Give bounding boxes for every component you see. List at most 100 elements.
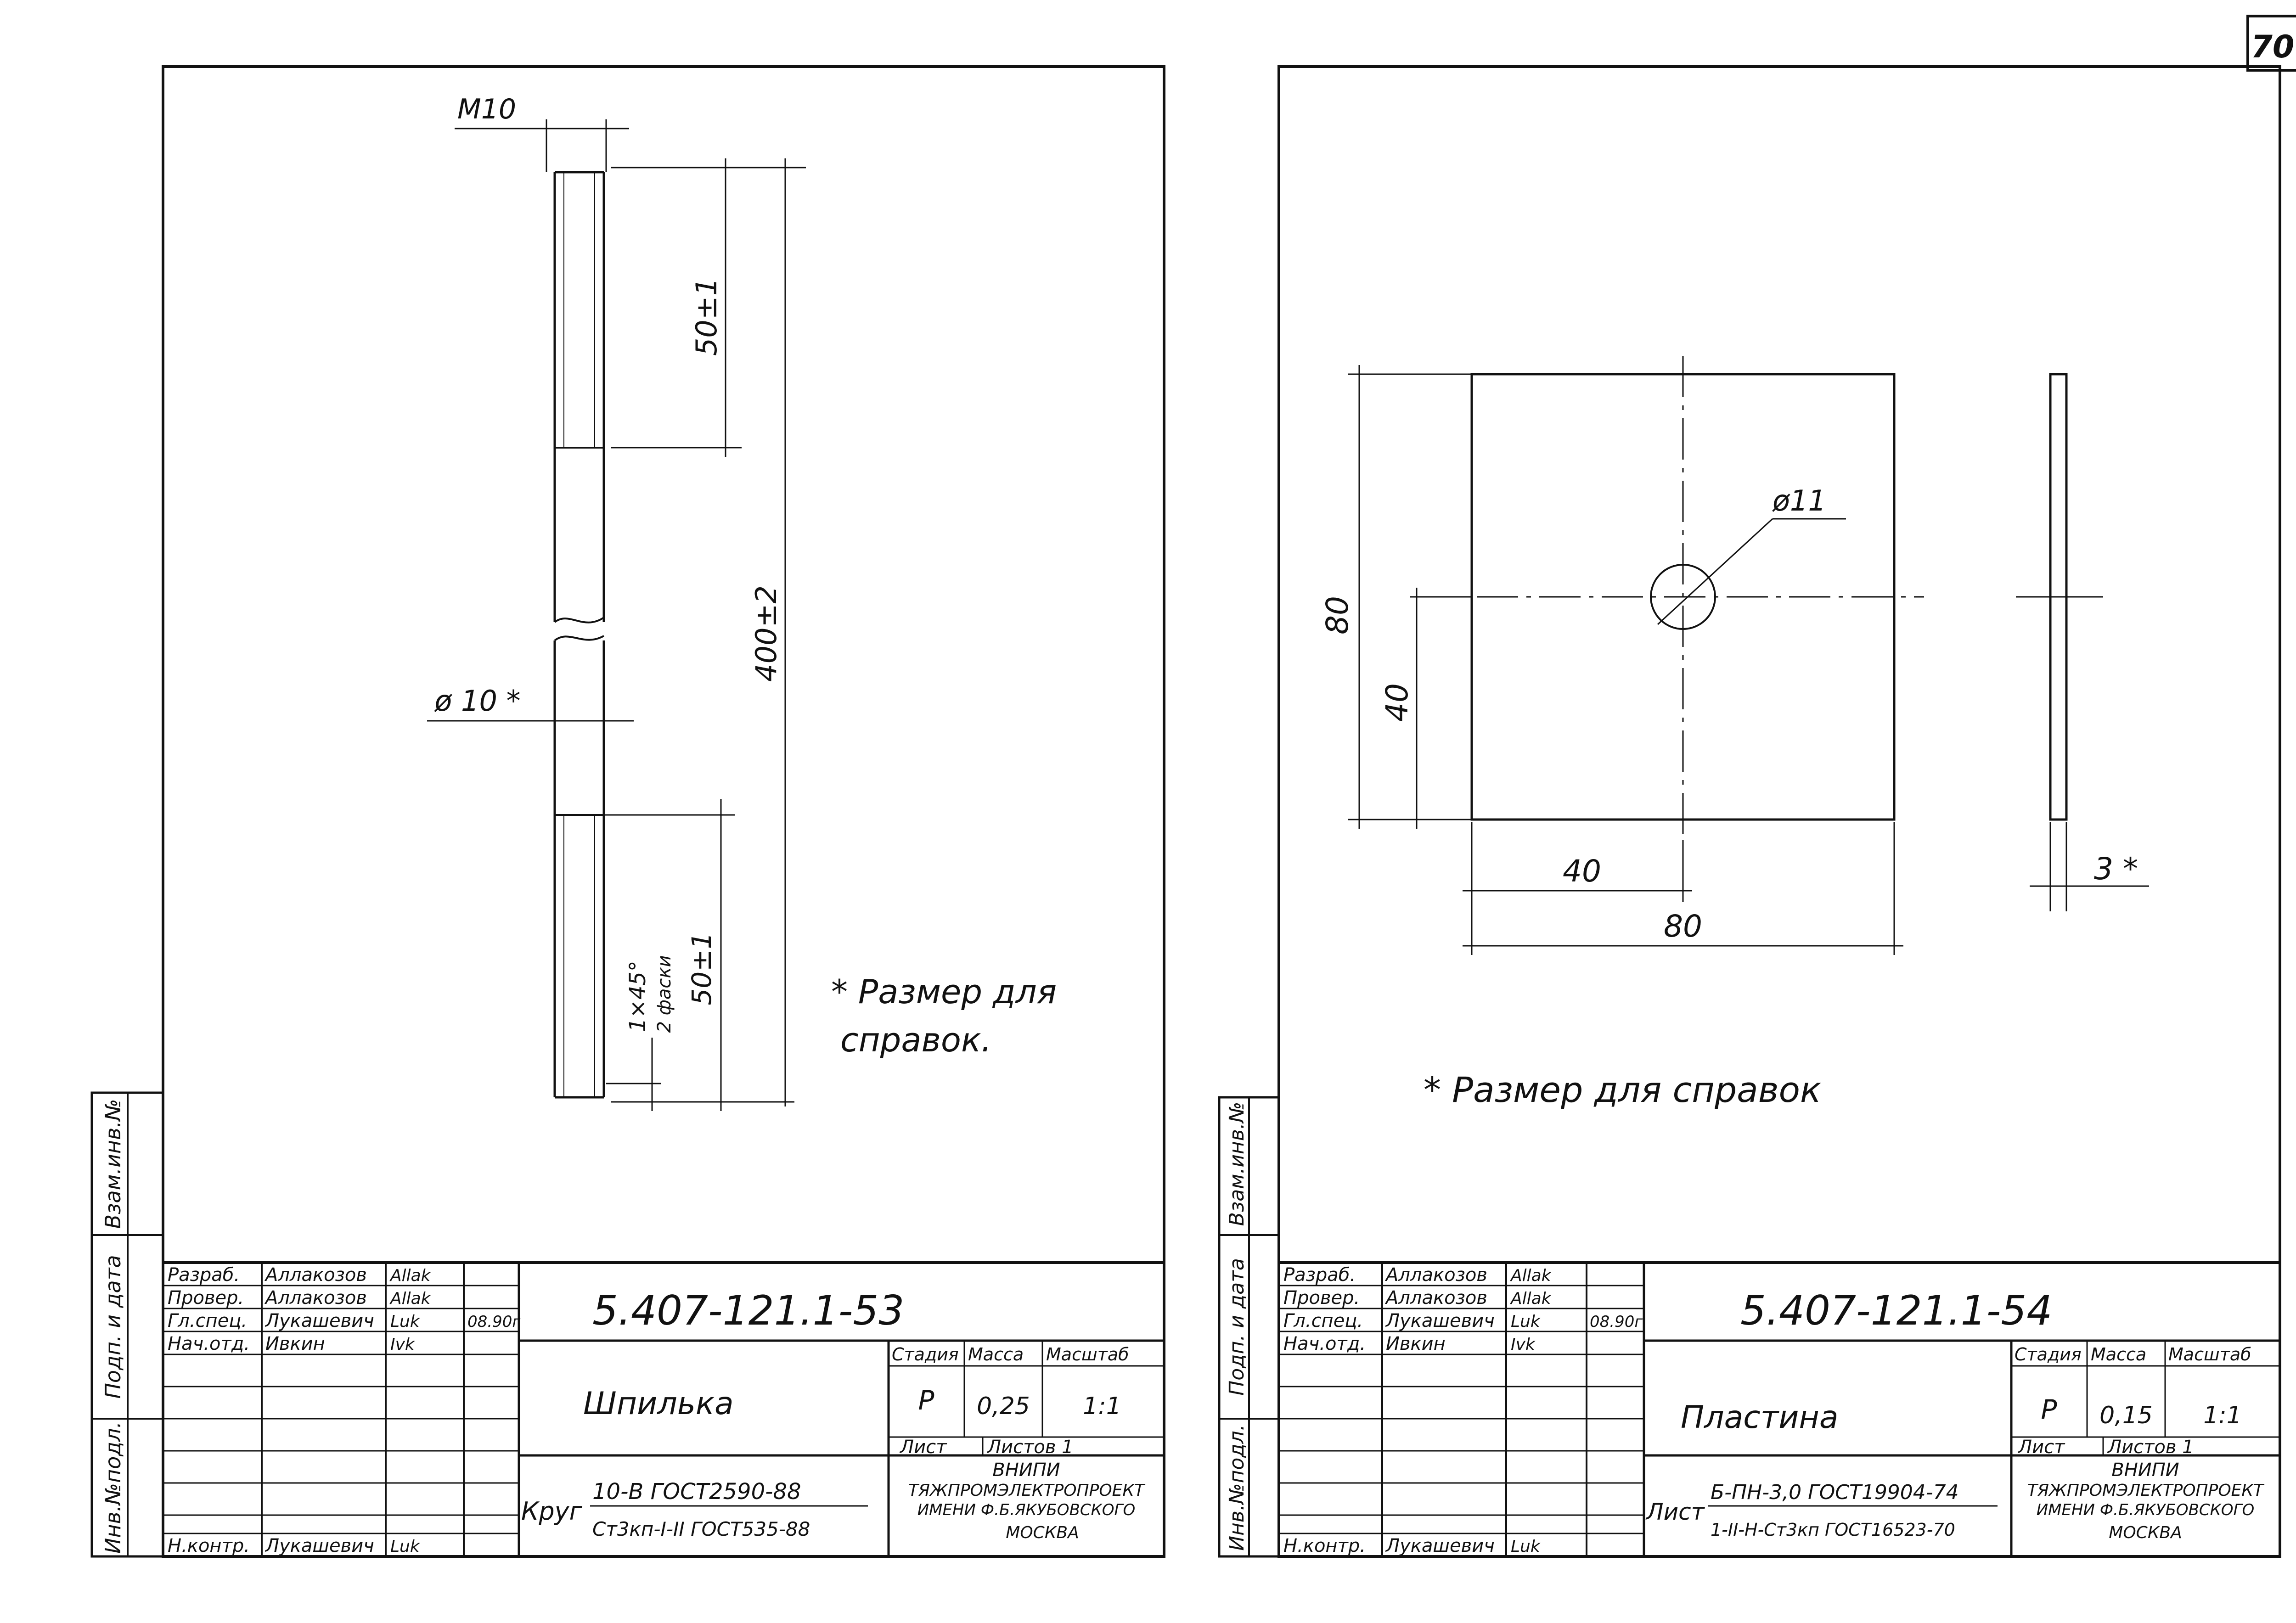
dim-plate-width: 40 80 <box>1463 822 1903 955</box>
signer-name: Аллакозов <box>1384 1264 1487 1286</box>
hole-circle <box>1650 564 1716 630</box>
signer-signature: Ivk <box>390 1335 416 1354</box>
left-note-line-2: справок. <box>840 1021 991 1059</box>
right-side-label-3: Инв.№подл. <box>1225 1424 1249 1551</box>
left-side-label-1: Взам.инв.№ <box>101 1099 125 1229</box>
left-sheet: Взам.инв.№ Подп. и дата Инв.№подл. M10 <box>90 65 1165 1558</box>
dim-plate-height: 80 40 <box>1320 365 1472 829</box>
height-total-label: 80 <box>1320 596 1355 635</box>
top-thread-label: 50±1 <box>690 278 723 356</box>
right-side-label-2: Подп. и дата <box>1225 1258 1249 1396</box>
total-length-label: 400±2 <box>749 585 783 682</box>
stud-drawing <box>553 171 605 1099</box>
page-number: 70 <box>2251 29 2295 65</box>
right-side-label-1: Взам.инв.№ <box>1225 1102 1249 1226</box>
right-title: Пластина <box>1681 1399 1839 1436</box>
scale-value: 1:1 <box>1083 1393 1121 1420</box>
dim-bottom-thread: 1×45° 2 фаски 50±1 <box>604 799 735 1111</box>
diameter-label: ø 10 * <box>434 684 520 718</box>
col-scale-label: Масштаб <box>2168 1344 2251 1365</box>
plate-front-view: ø11 <box>1414 356 1924 840</box>
signer-signature: Luk <box>1511 1537 1541 1556</box>
col-stage-label: Стадия <box>892 1344 959 1365</box>
dim-total-length: 400±2 <box>611 158 794 1106</box>
bottom-thread-label: 50±1 <box>686 932 717 1005</box>
right-note: * Размер для справок <box>1424 1069 1821 1110</box>
hole-label: ø11 <box>1772 484 1826 517</box>
material-bottom: 1-II-Н-Ст3кп ГОСТ16523-70 <box>1711 1520 1955 1540</box>
signer-role: Разраб. <box>168 1264 240 1286</box>
signer-name: Ивкин <box>265 1333 325 1354</box>
signer-signature: Luk <box>390 1312 421 1331</box>
material-prefix: Круг <box>521 1497 583 1526</box>
signer-signature: Allak <box>1510 1266 1552 1285</box>
chamfer-note: 2 фаски <box>654 955 675 1033</box>
sheet-label: Лист <box>2017 1437 2065 1458</box>
thickness-label: 3 * <box>2094 851 2138 887</box>
height-half-label: 40 <box>1379 683 1415 722</box>
material-top: Б-ПН-3,0 ГОСТ19904-74 <box>1711 1481 1959 1504</box>
signer-name: Лукашевич <box>264 1535 374 1556</box>
org-line-2: ТЯЖПРОМЭЛЕКТРОПРОЕКТ <box>2027 1481 2265 1500</box>
dim-diameter: ø 10 * <box>427 684 634 722</box>
signer-signature: Allak <box>389 1289 432 1308</box>
signer-role: Нач.отд. <box>168 1333 250 1354</box>
signer-role: Н.контр. <box>1283 1535 1366 1556</box>
left-doc-code: 5.407-121.1-53 <box>592 1287 904 1334</box>
org-line-3: ИМЕНИ Ф.Б.ЯКУБОВСКОГО <box>917 1501 1136 1519</box>
material-bottom: Ст3кп-I-II ГОСТ535-88 <box>592 1518 810 1540</box>
signer-role: Гл.спец. <box>168 1310 247 1331</box>
left-note-line-1: * Размер для <box>831 972 1057 1011</box>
signer-signature: Luk <box>1511 1312 1541 1331</box>
signer-name: Ивкин <box>1386 1333 1446 1354</box>
org-line-4: МОСКВА <box>2109 1523 2182 1542</box>
signer-name: Лукашевич <box>1385 1535 1495 1556</box>
width-total-label: 80 <box>1664 909 1702 944</box>
stage-value: Р <box>918 1385 934 1416</box>
material-prefix: Лист <box>1645 1499 1705 1525</box>
mass-value: 0,15 <box>2099 1402 2153 1429</box>
left-side-label-2: Подп. и дата <box>101 1255 125 1398</box>
org-line-4: МОСКВА <box>1006 1523 1079 1542</box>
signer-signature: Luk <box>390 1537 421 1556</box>
mass-value: 0,25 <box>977 1393 1030 1420</box>
signer-signature: Allak <box>1510 1289 1552 1308</box>
sheets-label: Листов 1 <box>2107 1437 2194 1458</box>
sheets-label: Листов 1 <box>986 1437 1074 1458</box>
col-mass-label: Масса <box>2091 1344 2146 1365</box>
left-title-block: Разраб. Аллакозов Allak Провер. Аллакозо… <box>162 1261 1165 1558</box>
signer-name: Аллакозов <box>264 1287 367 1309</box>
signer-name: Лукашевич <box>1385 1310 1495 1331</box>
signer-name: Аллакозов <box>264 1264 367 1286</box>
signer-name: Лукашевич <box>264 1310 374 1331</box>
signer-date: 08.90г <box>467 1313 521 1331</box>
right-doc-code: 5.407-121.1-54 <box>1740 1287 2052 1334</box>
left-side-label-3: Инв.№подл. <box>101 1421 125 1554</box>
signer-role: Провер. <box>1283 1287 1360 1309</box>
material-top: 10-В ГОСТ2590-88 <box>592 1479 801 1505</box>
dim-top-thread: 50±1 <box>611 158 806 457</box>
right-title-block: Разраб. Аллакозов Allak Провер. Аллакозо… <box>1277 1261 2281 1558</box>
page-number-box: 70 <box>2246 15 2296 1556</box>
col-mass-label: Масса <box>968 1344 1024 1365</box>
signer-name: Аллакозов <box>1384 1287 1487 1309</box>
col-stage-label: Стадия <box>2015 1344 2082 1365</box>
plate-side-view: 3 * <box>2016 373 2149 911</box>
signer-role: Гл.спец. <box>1283 1310 1363 1331</box>
width-half-label: 40 <box>1563 854 1601 889</box>
sheet-label: Лист <box>899 1437 947 1458</box>
stage-value: Р <box>2041 1394 2057 1425</box>
scale-value: 1:1 <box>2203 1402 2242 1429</box>
org-line-1: ВНИПИ <box>2111 1460 2179 1481</box>
left-title: Шпилька <box>583 1386 734 1422</box>
signer-signature: Ivk <box>1511 1335 1536 1354</box>
signer-date: 08.90г <box>1590 1313 1643 1331</box>
chamfer-label: 1×45° <box>625 960 651 1032</box>
signer-role: Разраб. <box>1283 1264 1356 1286</box>
signer-role: Провер. <box>168 1287 244 1309</box>
org-line-2: ТЯЖПРОМЭЛЕКТРОПРОЕКТ <box>908 1481 1146 1500</box>
org-line-3: ИМЕНИ Ф.Б.ЯКУБОВСКОГО <box>2037 1501 2255 1519</box>
signer-signature: Allak <box>389 1266 432 1285</box>
